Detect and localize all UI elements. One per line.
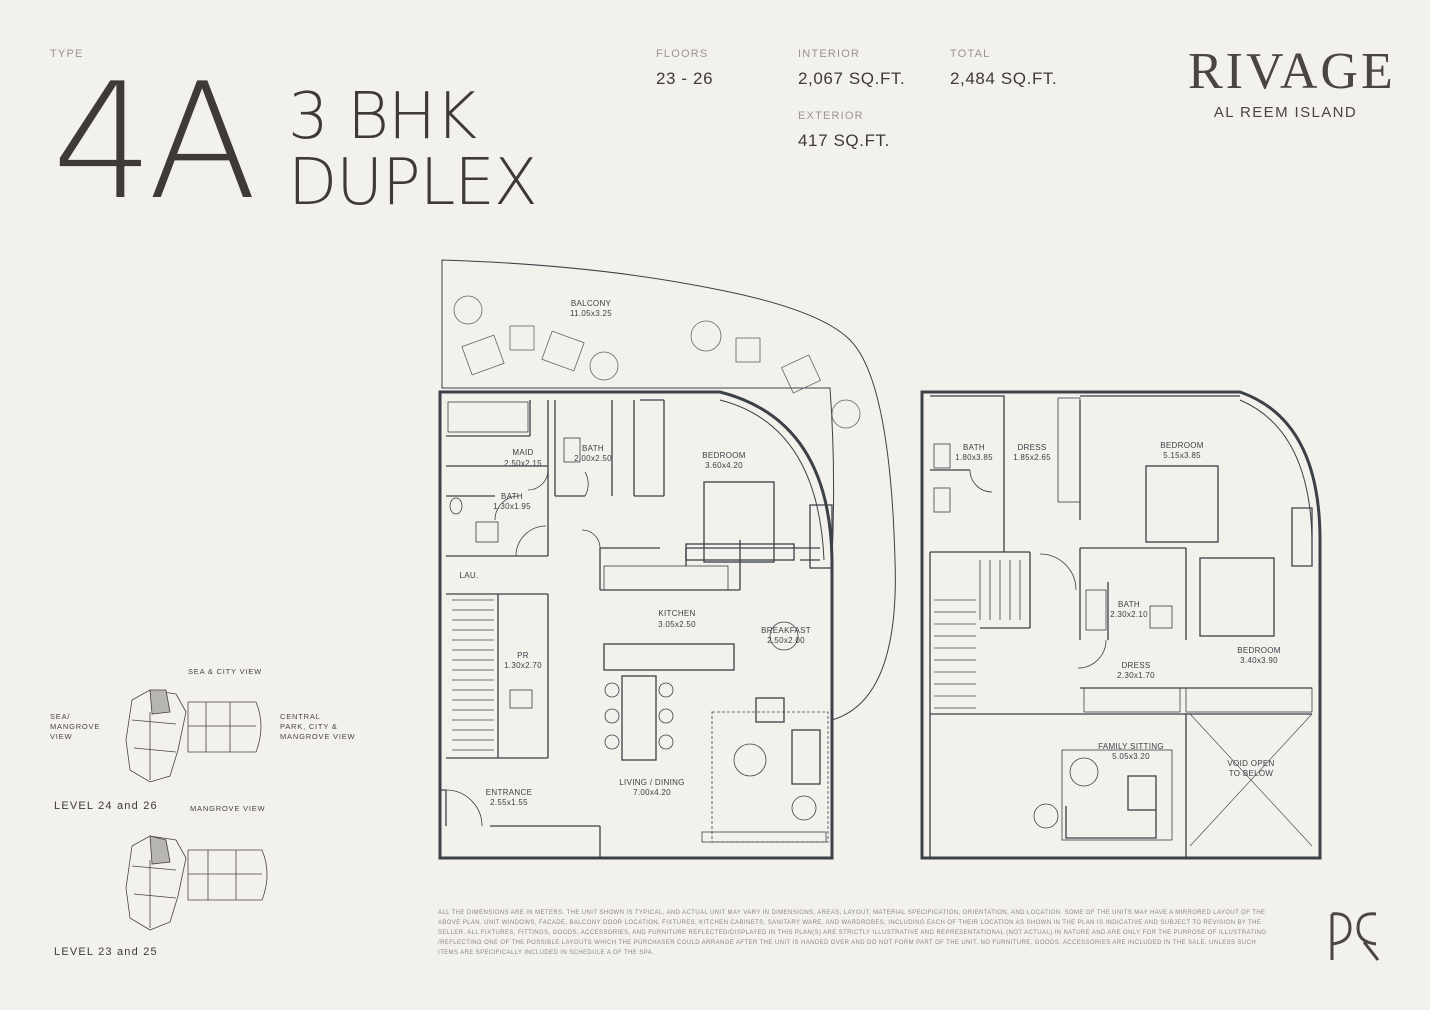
room-label: LIVING / DINING (619, 778, 684, 787)
room-label: 11.05x3.25 (570, 309, 612, 318)
brand-location: AL REEM ISLAND (1213, 104, 1358, 121)
room-label: 1.80x3.85 (955, 453, 993, 462)
room-label: BATH (582, 444, 604, 453)
level-label-23-25: LEVEL 23 and 25 (54, 946, 158, 958)
exterior-value: 417 SQ.FT. (798, 131, 890, 150)
room-label: 2.55x1.55 (490, 798, 528, 807)
key-plan-upper (125, 689, 262, 783)
brand-logo: RIVAGE (1188, 43, 1396, 100)
interior-label: INTERIOR (798, 48, 861, 60)
unit-type-code: 4A (52, 48, 257, 235)
room-label: BATH (1118, 600, 1140, 609)
view-label-central-park: CENTRAL PARK, CITY & MANGROVE VIEW (280, 712, 356, 741)
room-label: 1.30x1.95 (493, 502, 531, 511)
room-label: TO BELOW (1229, 769, 1274, 778)
floors-value: 23 - 26 (656, 69, 714, 88)
room-label: MAID (512, 448, 533, 457)
key-plan-lower (125, 835, 268, 931)
view-label-sea-city: SEA & CITY VIEW (188, 667, 262, 676)
room-label: BATH (963, 443, 985, 452)
room-label: 1.30x2.70 (504, 661, 542, 670)
room-label: 3.60x4.20 (705, 461, 743, 470)
room-label: BEDROOM (1160, 441, 1203, 450)
room-label: LAU. (460, 571, 479, 580)
rivage-monogram-icon (1330, 912, 1380, 961)
total-value: 2,484 SQ.FT. (950, 69, 1058, 88)
unit-title-line1: 3 BHK (288, 80, 477, 154)
room-label: DRESS (1121, 661, 1150, 670)
upper-level-outline (920, 390, 1322, 860)
room-label: VOID OPEN (1227, 759, 1274, 768)
room-label: 3.40x3.90 (1240, 656, 1278, 665)
room-label: BEDROOM (1237, 646, 1280, 655)
room-label: 7.00x4.20 (633, 788, 671, 797)
room-label: 5.05x3.20 (1112, 752, 1150, 761)
unit-title-line2: DUPLEX (288, 146, 538, 220)
lower-room-labels: BALCONY 11.05x3.25 MAID 2.50x2.15 BATH 2… (460, 299, 811, 807)
room-label: PR (517, 651, 529, 660)
view-label-sea-mangrove: SEA/ MANGROVE VIEW (50, 712, 101, 741)
room-label: ENTRANCE (486, 788, 532, 797)
room-label: KITCHEN (658, 609, 695, 618)
upper-room-labels: BATH 1.80x3.85 DRESS 1.85x2.65 BEDROOM 5… (955, 441, 1280, 778)
plant-icon (453, 295, 483, 325)
room-label: BALCONY (571, 299, 612, 308)
interior-value: 2,067 SQ.FT. (798, 69, 906, 88)
room-label: 2.00x2.50 (574, 454, 612, 463)
room-label: 2.30x2.10 (1110, 610, 1148, 619)
level-label-24-26: LEVEL 24 and 26 (54, 800, 158, 812)
view-label-mangrove: MANGROVE VIEW (190, 804, 266, 813)
room-label: 2.30x1.70 (1117, 671, 1155, 680)
room-label: FAMILY SITTING (1098, 742, 1164, 751)
room-label: 3.05x2.50 (658, 620, 696, 629)
room-label: BATH (501, 492, 523, 501)
room-label: 1.85x2.65 (1013, 453, 1051, 462)
floors-label: FLOORS (656, 48, 709, 60)
legal-disclaimer: ALL THE DIMENSIONS ARE IN METERS. THE UN… (438, 910, 1267, 956)
type-label: TYPE (50, 48, 84, 60)
room-label: 2.50x2.00 (767, 636, 805, 645)
room-label: DRESS (1017, 443, 1046, 452)
room-label: 2.50x2.15 (504, 459, 542, 468)
exterior-label: EXTERIOR (798, 110, 864, 122)
balcony-outline (441, 259, 896, 721)
room-label: BREAKFAST (761, 626, 811, 635)
room-label: BEDROOM (702, 451, 745, 460)
room-label: 5.15x3.85 (1163, 451, 1201, 460)
total-label: TOTAL (950, 48, 991, 60)
